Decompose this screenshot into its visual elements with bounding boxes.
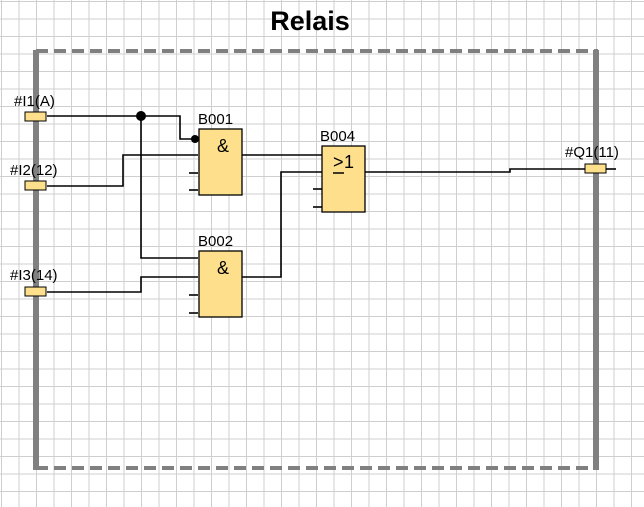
junction-dot (136, 111, 146, 121)
or-symbol-prefix: > (333, 152, 344, 172)
input-i2[interactable]: #I2(12) (10, 162, 58, 191)
block-label: B001 (198, 111, 233, 128)
output-q1[interactable]: #Q1(11) (565, 144, 619, 174)
input-label: #I3(14) (10, 267, 58, 284)
wire-i1-to-b002[interactable] (140, 116, 198, 259)
block-b004[interactable]: B004 > 1 (320, 128, 366, 213)
input-i3[interactable]: #I3(14) (10, 267, 58, 297)
wire-b004-to-q1[interactable] (365, 168, 590, 173)
block-b001[interactable]: B001 & (198, 111, 243, 196)
input-i1[interactable]: #I1(A) (14, 93, 55, 122)
output-terminal[interactable] (584, 163, 607, 174)
and-gate-body[interactable] (198, 128, 243, 196)
input-terminal[interactable] (24, 180, 47, 191)
wire-b002-to-b004[interactable] (242, 171, 322, 278)
input-terminal[interactable] (24, 111, 47, 122)
and-symbol: & (217, 258, 229, 278)
and-symbol: & (217, 136, 229, 156)
or-symbol-one: 1 (344, 152, 354, 172)
input-label: #I1(A) (14, 93, 55, 110)
or-gate-body[interactable] (321, 145, 366, 213)
wire-i3-to-b002-in2[interactable] (47, 276, 198, 293)
output-label: #Q1(11) (565, 144, 619, 161)
wire-i2-to-b001-in2[interactable] (47, 154, 198, 187)
block-label: B004 (320, 128, 355, 145)
diagram-title: Relais (270, 6, 350, 36)
and-gate-body[interactable] (198, 250, 243, 318)
block-label: B002 (198, 233, 233, 250)
input-label: #I2(12) (10, 162, 58, 179)
block-b002[interactable]: B002 & (198, 233, 243, 318)
wires (47, 115, 616, 314)
program-frame (33, 49, 599, 470)
negation-dot-b001-in1 (191, 135, 199, 143)
wire-i1-to-b001[interactable] (47, 115, 198, 140)
input-terminal[interactable] (24, 286, 47, 297)
